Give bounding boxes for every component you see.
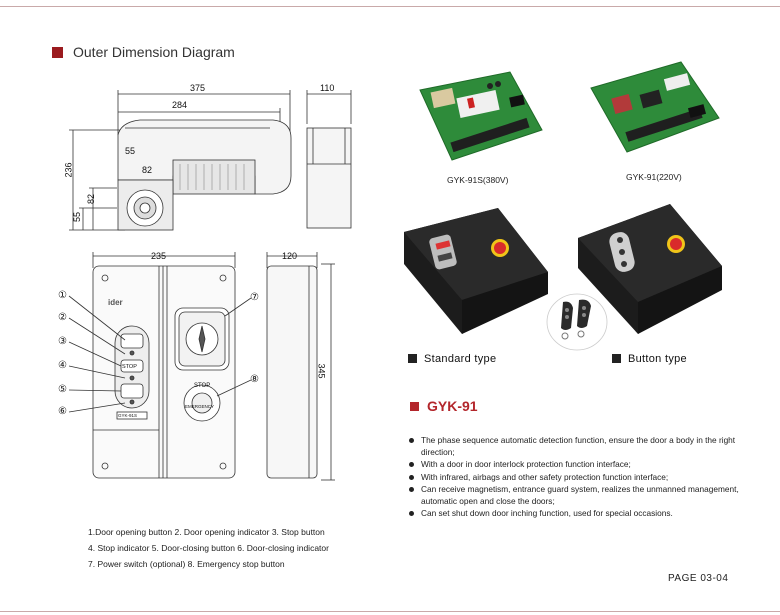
standard-type-label: Standard type [408,353,496,365]
callout-2: ② [58,312,67,323]
feature-item: With a door in door interlock protection… [409,458,749,470]
motor-dimension-drawing [69,90,352,231]
button-type-text: Button type [628,353,687,365]
dim-82-top: 82 [142,165,153,175]
button-type-bullet [612,354,621,363]
remote-controls [546,293,608,351]
callout-8: ⑧ [250,374,259,385]
feature-list: The phase sequence automatic detection f… [409,434,749,519]
legend-line-1: 1.Door opening button 2. Door opening in… [88,527,325,537]
panel-logo: ider [108,298,123,307]
callout-4: ④ [58,360,67,371]
dim-box-side: 120 [282,251,298,261]
feature-item: Can set shut down door inching function,… [409,507,749,519]
callout-5: ⑤ [58,384,67,395]
board-caption-380v: GYK-91S(380V) [447,175,509,185]
section-bullet-square [52,47,63,58]
standard-type-text: Standard type [424,353,497,365]
legend-line-3: 7. Power switch (optional) 8. Emergency … [88,559,285,569]
standard-type-box [404,208,548,334]
dim-82-left: 82 [86,193,97,205]
pcb-board-220v [590,61,720,153]
panel-model-tag: GYK-91S [118,413,138,418]
product-title-bullet [410,402,419,411]
button-type-label: Button type [612,353,687,365]
top-rule [0,6,780,7]
callout-7: ⑦ [250,292,259,303]
dim-motor-height: 236 [63,162,74,178]
feature-item: The phase sequence automatic detection f… [409,434,749,458]
panel-emergency-ring: EMERGENCY [185,404,215,409]
feature-item: Can receive magnetism, entrance guard sy… [409,483,749,507]
section-title: Outer Dimension Diagram [52,44,235,60]
control-box-drawing [68,252,335,481]
dim-box-width: 235 [151,251,167,261]
dim-motor-inner: 284 [172,100,188,110]
dim-box-height: 345 [316,363,327,379]
dim-motor-width: 375 [190,83,206,93]
board-caption-220v: GYK-91(220V) [626,172,682,182]
panel-stop-ring: STOP [194,383,211,389]
dim-55-left: 55 [72,211,83,223]
standard-type-bullet [408,354,417,363]
product-title-text: GYK-91 [427,398,478,414]
pcb-board-380v [419,71,543,161]
callout-6: ⑥ [58,406,67,417]
callout-1: ① [58,290,67,301]
product-title: GYK-91 [410,398,478,414]
legend-line-2: 4. Stop indicator 5. Door-closing button… [88,543,329,553]
button-type-box [578,204,722,334]
feature-item: With infrared, airbags and other safety … [409,471,749,483]
dim-55-top: 55 [125,146,136,156]
dim-motor-side: 110 [320,83,335,93]
bottom-rule [0,611,780,612]
callout-3: ③ [58,336,67,347]
page-number: PAGE 03-04 [668,573,729,584]
section-title-text: Outer Dimension Diagram [73,44,235,60]
panel-stop-label: STOP [122,364,137,370]
